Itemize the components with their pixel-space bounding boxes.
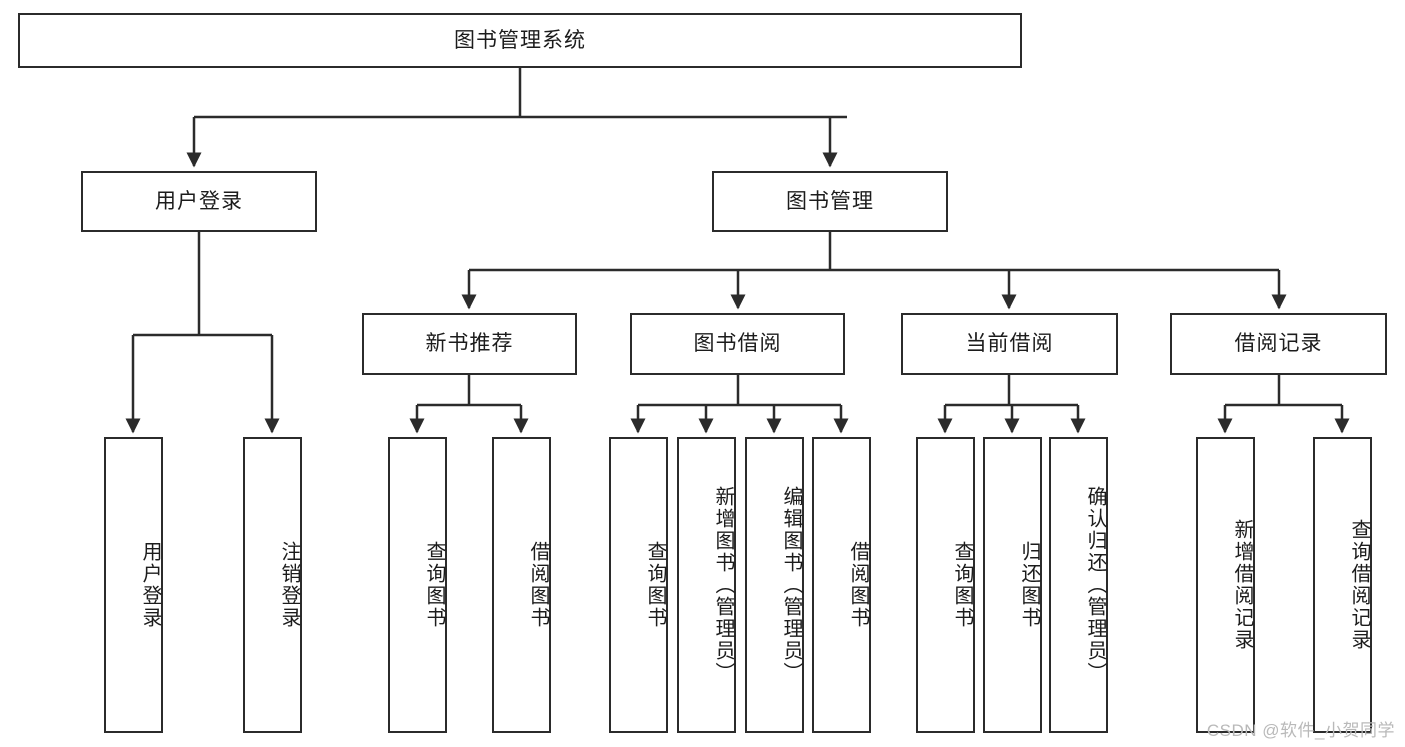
node-book-borrow-label: 图书借阅 <box>693 332 782 356</box>
node-leaf-label: 查询图书 <box>951 541 973 629</box>
node-leaf-borrow-record-1[interactable]: 新增借阅记录 <box>1196 437 1255 733</box>
node-book-borrow[interactable]: 图书借阅 <box>630 313 845 375</box>
node-current-borrow-label: 当前借阅 <box>965 332 1054 356</box>
node-current-borrow[interactable]: 当前借阅 <box>901 313 1118 375</box>
node-leaf-book-borrow-3[interactable]: 编辑图书（管理员） <box>745 437 804 733</box>
node-leaf-borrow-record-2[interactable]: 查询借阅记录 <box>1313 437 1372 733</box>
node-leaf-label: 借阅图书 <box>847 541 869 629</box>
node-leaf-label: 借阅图书 <box>527 541 549 629</box>
node-leaf-label: 查询图书 <box>644 541 666 629</box>
node-book-manage-label: 图书管理 <box>786 189 874 213</box>
node-leaf-user-login-1[interactable]: 用户登录 <box>104 437 163 733</box>
node-leaf-current-borrow-2[interactable]: 归还图书 <box>983 437 1042 733</box>
node-leaf-new-book-2[interactable]: 借阅图书 <box>492 437 551 733</box>
node-leaf-label: 确认归还（管理员） <box>1084 486 1106 684</box>
node-leaf-book-borrow-1[interactable]: 查询图书 <box>609 437 668 733</box>
node-leaf-book-borrow-4[interactable]: 借阅图书 <box>812 437 871 733</box>
node-new-book-label: 新书推荐 <box>425 332 514 356</box>
node-leaf-label: 编辑图书（管理员） <box>780 486 802 684</box>
node-leaf-user-login-2[interactable]: 注销登录 <box>243 437 302 733</box>
node-leaf-new-book-1[interactable]: 查询图书 <box>388 437 447 733</box>
node-leaf-book-borrow-2[interactable]: 新增图书（管理员） <box>677 437 736 733</box>
node-root[interactable]: 图书管理系统 <box>18 13 1022 68</box>
node-user-login-label: 用户登录 <box>155 189 243 213</box>
node-leaf-label: 新增借阅记录 <box>1231 519 1253 651</box>
node-new-book[interactable]: 新书推荐 <box>362 313 577 375</box>
node-leaf-label: 归还图书 <box>1018 541 1040 629</box>
node-leaf-label: 注销登录 <box>278 541 300 629</box>
node-leaf-label: 新增图书（管理员） <box>712 486 734 684</box>
node-borrow-record[interactable]: 借阅记录 <box>1170 313 1387 375</box>
node-leaf-label: 用户登录 <box>139 541 161 629</box>
node-user-login[interactable]: 用户登录 <box>81 171 317 232</box>
node-leaf-label: 查询图书 <box>423 541 445 629</box>
node-borrow-record-label: 借阅记录 <box>1234 332 1323 356</box>
node-leaf-label: 查询借阅记录 <box>1348 519 1370 651</box>
node-root-label: 图书管理系统 <box>454 28 586 52</box>
node-leaf-current-borrow-1[interactable]: 查询图书 <box>916 437 975 733</box>
node-leaf-current-borrow-3[interactable]: 确认归还（管理员） <box>1049 437 1108 733</box>
node-book-manage[interactable]: 图书管理 <box>712 171 948 232</box>
watermark: CSDN @软件_小贺同学 <box>1206 721 1395 740</box>
